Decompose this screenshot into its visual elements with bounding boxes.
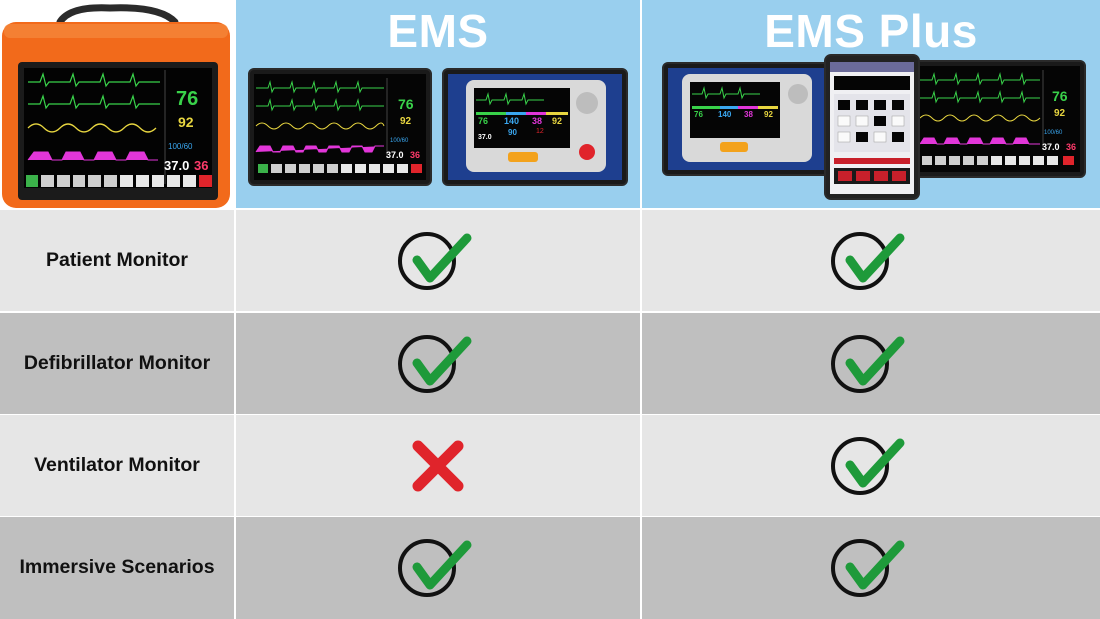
defib-spo2: 92 (552, 116, 563, 126)
cross-icon (412, 440, 464, 491)
defib-screen: 76 140 38 92 90 12 37.0 (474, 88, 570, 148)
check-circle-icon (831, 538, 905, 597)
defib-resp: 38 (532, 116, 543, 126)
bag-monitor-image (2, 4, 230, 208)
temp-readout: 37.0 (164, 158, 190, 173)
plus-temp: 37.0 (1042, 142, 1060, 152)
tablet-patient-monitor: 76 92 100/60 37.0 36 (248, 68, 432, 186)
plus-defib-spo2: 92 (764, 110, 773, 119)
defib-charge-button (508, 152, 538, 162)
row-label: Patient Monitor (46, 249, 188, 271)
check-circle-icon (398, 334, 472, 393)
column-title-ems-plus: EMS Plus (764, 5, 978, 57)
tablet-plus-patient-monitor: 76 92 100/60 37.0 36 (912, 60, 1086, 178)
defib-diastolic: 90 (508, 128, 517, 137)
check-circle-icon (831, 231, 905, 290)
ems-cell (236, 517, 640, 618)
defib-dial (576, 92, 598, 114)
check-circle-icon (831, 436, 905, 495)
resp-readout: 36 (194, 158, 209, 173)
spo2-readout: 92 (178, 114, 194, 130)
defib-shock-button (579, 144, 595, 160)
ems-cell (236, 210, 640, 311)
table-row: Patient Monitor (0, 210, 1100, 311)
defib-hr: 76 (478, 116, 489, 126)
table-row: Immersive Scenarios (0, 517, 1100, 619)
heart-rate-readout: 76 (176, 88, 199, 110)
defib-temp: 37.0 (478, 134, 492, 141)
ems-plus-cell (642, 210, 1100, 311)
header-ems: EMS (236, 0, 640, 208)
plus-resp: 36 (1066, 142, 1077, 152)
ems-heart-rate: 76 (398, 96, 414, 112)
monitor-button-bar (26, 175, 212, 187)
plus-defib-resp: 38 (744, 110, 753, 119)
defib-etco2: 12 (536, 128, 544, 135)
nibp-readout: 100/60 (168, 142, 193, 151)
plus-nibp: 100/60 (1044, 130, 1063, 136)
ems-plus-cell (642, 313, 1100, 414)
ems-cell (236, 313, 640, 414)
plus-spo2: 92 (1054, 108, 1066, 119)
ems-plus-cell (642, 517, 1100, 618)
column-title-ems: EMS (387, 5, 489, 57)
tablet-plus-defibrillator: 76 140 38 92 (662, 62, 832, 176)
column-divider (234, 0, 236, 619)
product-photo: 76 92 100/60 37.0 36 (0, 0, 234, 208)
ems-resp: 36 (410, 150, 421, 160)
row-divider (0, 208, 1100, 210)
check-circle-icon (831, 334, 905, 393)
ems-cell (236, 415, 640, 516)
row-label: Immersive Scenarios (19, 556, 215, 578)
check-circle-icon (398, 538, 472, 597)
plus-defib-bp: 140 (718, 110, 732, 119)
plus-defib-hr: 76 (694, 110, 703, 119)
table-row: Ventilator Monitor (0, 415, 1100, 516)
tablet-defibrillator: 76 140 38 92 90 12 37.0 (442, 68, 628, 186)
ems-plus-cell (642, 415, 1100, 516)
column-divider (640, 0, 642, 619)
table-row: Defibrillator Monitor (0, 313, 1100, 414)
ems-spo2: 92 (400, 116, 412, 127)
plus-heart-rate: 76 (1052, 88, 1068, 104)
check-circle-icon (398, 231, 472, 290)
defib-bp: 140 (504, 116, 520, 126)
ems-temp: 37.0 (386, 150, 404, 160)
header-ems-plus: EMS Plus 76 140 38 92 (642, 0, 1100, 208)
row-label: Ventilator Monitor (34, 454, 200, 476)
row-label: Defibrillator Monitor (23, 352, 211, 374)
tablet-ventilator (824, 54, 920, 200)
ems-nibp: 100/60 (390, 138, 409, 144)
